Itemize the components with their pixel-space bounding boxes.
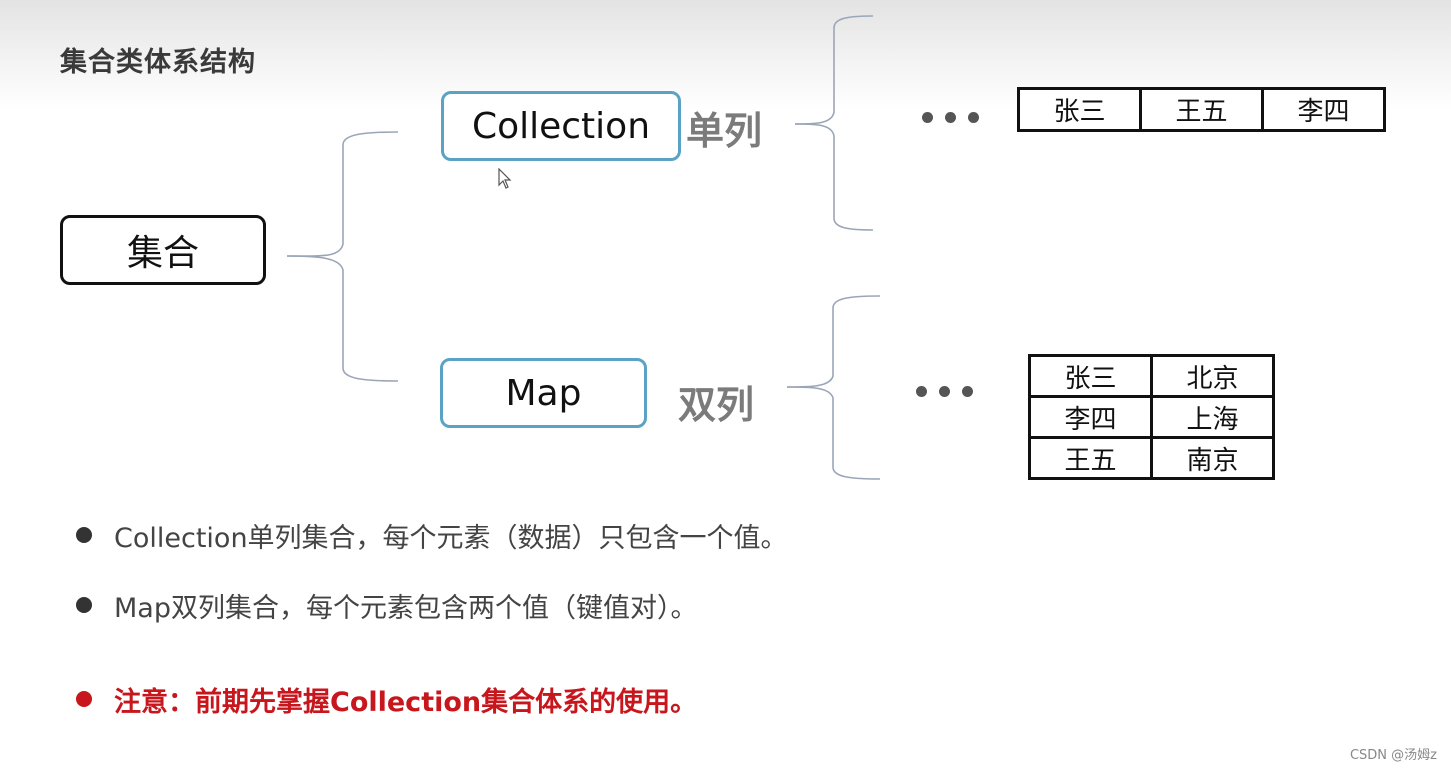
table-cell: 张三 — [1017, 87, 1142, 132]
table-row: 王五 南京 — [1028, 436, 1275, 480]
bullet-text: Map双列集合，每个元素包含两个值（键值对）。 — [114, 592, 698, 624]
root-brace — [286, 131, 399, 257]
table-cell: 北京 — [1150, 354, 1275, 398]
bullet-note: 注意：前期先掌握Collection集合体系的使用。 — [76, 681, 698, 718]
double-column-example-table: 张三 北京 李四 上海 王五 南京 — [1028, 354, 1275, 480]
bullet-dot-icon — [76, 597, 92, 613]
mouse-cursor-icon — [498, 168, 512, 189]
bullet-dot-icon — [76, 527, 92, 543]
map-node: Map — [440, 358, 647, 428]
table-cell: 王五 — [1028, 436, 1153, 480]
table-cell: 南京 — [1150, 436, 1275, 480]
bullet-map: Map双列集合，每个元素包含两个值（键值对）。 — [76, 587, 698, 624]
table-cell: 李四 — [1261, 87, 1386, 132]
single-column-example-table: 张三 王五 李四 — [1017, 87, 1386, 132]
single-column-label: 单列 — [686, 109, 763, 153]
table-cell: 张三 — [1028, 354, 1153, 398]
bullet-text: 注意：前期先掌握Collection集合体系的使用。 — [114, 686, 698, 718]
bullet-collection: Collection单列集合，每个元素（数据）只包含一个值。 — [76, 517, 788, 554]
map-brace — [786, 295, 881, 388]
table-row: 张三 北京 — [1028, 354, 1275, 398]
watermark: CSDN @汤姆z — [1349, 748, 1437, 763]
table-row: 李四 上海 — [1028, 395, 1275, 439]
table-cell: 上海 — [1150, 395, 1275, 439]
root-node-label: 集合 — [126, 233, 199, 274]
bullet-text: Collection单列集合，每个元素（数据）只包含一个值。 — [114, 522, 788, 554]
bullet-dot-icon — [76, 691, 92, 707]
root-node-collection: 集合 — [60, 215, 266, 285]
collection-node-label: Collection — [471, 105, 651, 147]
slide-title: 集合类体系结构 — [60, 47, 256, 78]
table-cell: 王五 — [1139, 87, 1264, 132]
map-node-label: Map — [505, 372, 582, 414]
collection-node: Collection — [441, 91, 681, 161]
collection-brace — [794, 15, 874, 125]
table-cell: 李四 — [1028, 395, 1153, 439]
table-row: 张三 王五 李四 — [1017, 87, 1386, 132]
ellipsis-icon — [916, 386, 973, 397]
ellipsis-icon — [922, 112, 979, 123]
double-column-label: 双列 — [678, 383, 755, 427]
